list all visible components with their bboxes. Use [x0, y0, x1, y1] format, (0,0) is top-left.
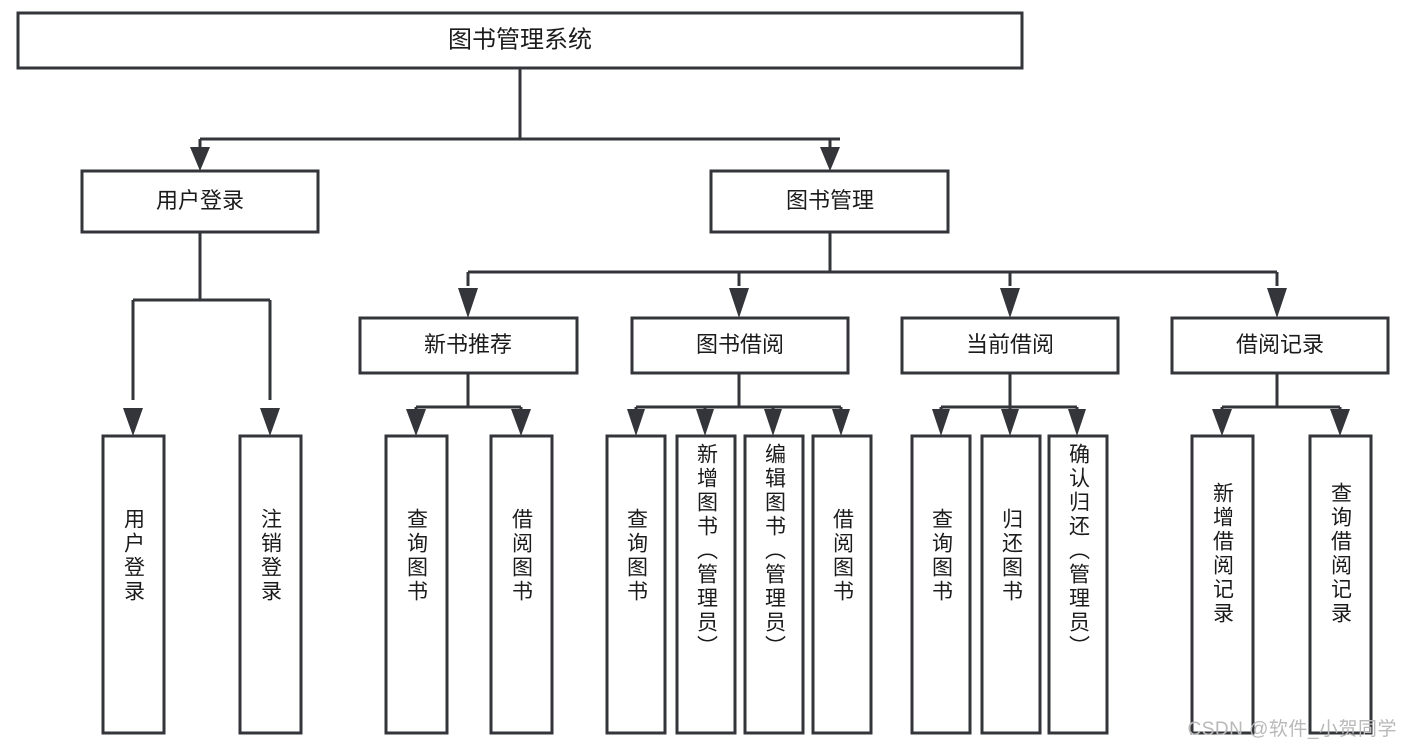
arrowhead-bookmgmt: [820, 147, 840, 171]
csdn-watermark: CSDN @软件_小贺同学: [1187, 719, 1397, 740]
node-login-label: 用户登录: [156, 188, 244, 213]
arrowhead-leaf-2: [260, 408, 280, 436]
arrowhead-leaf-3: [406, 409, 426, 436]
node-leaf-4-box[interactable]: [489, 434, 554, 735]
arrowhead-record: [1267, 288, 1287, 318]
edges-group: [123, 68, 1350, 436]
node-leaf-12-box[interactable]: [1190, 434, 1255, 735]
node-record-label: 借阅记录: [1236, 332, 1324, 357]
node-current-label: 当前借阅: [966, 332, 1054, 357]
node-root-label: 图书管理系统: [448, 26, 592, 53]
arrowhead-leaf-1: [123, 408, 143, 436]
node-bookmgmt-label: 图书管理: [786, 188, 874, 213]
arrowhead-current: [1000, 288, 1020, 318]
arrowhead-newbook: [458, 288, 478, 318]
node-leaf-7-box[interactable]: [743, 434, 805, 735]
arrowhead-leaf-10: [1001, 409, 1019, 436]
node-leaf-2-box[interactable]: [238, 434, 303, 735]
node-leaf-13-box[interactable]: [1308, 434, 1373, 735]
node-record-box[interactable]: [1170, 316, 1390, 375]
node-leaf-1-box[interactable]: [101, 434, 166, 735]
nodes-group: 图书管理系统 用户登录 图书管理 新书推荐 图书借阅 当前借阅 借阅记录: [16, 11, 1390, 735]
arrowhead-leaf-5: [627, 409, 645, 436]
node-leaf-8-box[interactable]: [811, 434, 873, 735]
node-leaf-6-box[interactable]: [675, 434, 737, 735]
node-borrow-box[interactable]: [630, 316, 850, 375]
node-current-box[interactable]: [900, 316, 1120, 375]
arrowhead-leaf-4: [511, 409, 531, 436]
arrowhead-leaf-13: [1330, 409, 1350, 436]
node-newbook-box[interactable]: [358, 316, 579, 375]
node-leaf-9-box[interactable]: [910, 434, 972, 735]
node-leaf-10-box[interactable]: [980, 434, 1042, 735]
arrowhead-leaf-6: [696, 409, 714, 436]
arrowhead-leaf-11: [1068, 409, 1086, 436]
node-leaf-5-box[interactable]: [605, 434, 667, 735]
node-bookmgmt-box[interactable]: [709, 169, 950, 234]
node-borrow-label: 图书借阅: [696, 332, 784, 357]
arrowhead-login: [190, 147, 210, 171]
node-root-box[interactable]: [16, 11, 1024, 70]
arrowhead-leaf-8: [832, 409, 850, 436]
node-login-box[interactable]: [80, 169, 320, 234]
node-leaf-11-box[interactable]: [1047, 434, 1109, 735]
node-newbook-label: 新书推荐: [424, 332, 512, 357]
arrowhead-borrow: [729, 288, 749, 318]
arrowhead-leaf-9: [932, 409, 950, 436]
arrowhead-leaf-7: [764, 409, 782, 436]
node-leaf-3-box[interactable]: [384, 434, 449, 735]
arrowhead-leaf-12: [1212, 409, 1232, 436]
